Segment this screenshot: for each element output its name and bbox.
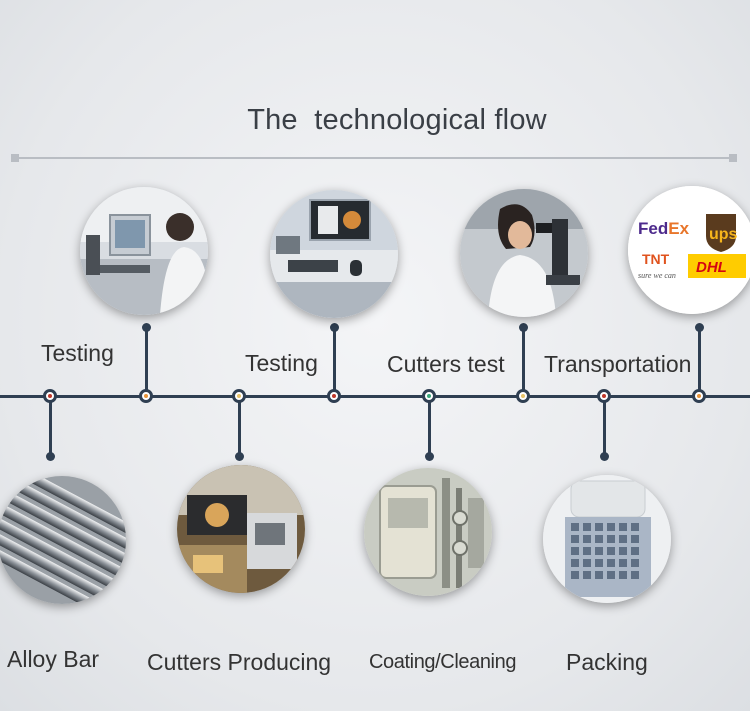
step-label-cutters-test: Cutters test bbox=[387, 351, 505, 377]
connector-end bbox=[46, 452, 55, 461]
connector-cutters-producing bbox=[238, 397, 241, 455]
connector-end bbox=[600, 452, 609, 461]
timeline-line bbox=[0, 395, 750, 398]
step-label-cutters-producing: Cutters Producing bbox=[147, 649, 332, 675]
tnt-logo-text: TNT bbox=[642, 251, 670, 267]
step-label-testing-1: Testing bbox=[41, 340, 114, 366]
dhl-logo-text: DHL bbox=[696, 259, 727, 276]
connector-end bbox=[695, 323, 704, 332]
fedex-logo-text: FedEx bbox=[638, 219, 690, 238]
connector-coating bbox=[428, 397, 431, 455]
tnt-slogan-text: sure we can bbox=[638, 271, 676, 280]
lab-computer-photo bbox=[80, 187, 208, 315]
ups-logo-text: ups bbox=[709, 226, 738, 243]
timeline-node-cutters-test bbox=[516, 389, 530, 403]
connector-alloy-bar bbox=[49, 397, 52, 455]
packed-cutters-photo bbox=[543, 475, 671, 603]
step-label-coating-cleaning: Coating/Cleaning bbox=[369, 651, 517, 673]
timeline-node-coating bbox=[422, 389, 436, 403]
page-title: The technological flow bbox=[247, 104, 547, 136]
timeline-node-cutters-producing bbox=[232, 389, 246, 403]
timeline-node-testing-1 bbox=[139, 389, 153, 403]
coating-machine-photo bbox=[364, 468, 492, 596]
microscope-photo bbox=[460, 189, 588, 317]
connector-end bbox=[235, 452, 244, 461]
connector-end bbox=[519, 323, 528, 332]
timeline-node-packing bbox=[597, 389, 611, 403]
step-label-transportation: Transportation bbox=[544, 351, 692, 377]
timeline-node-alloy-bar bbox=[43, 389, 57, 403]
timeline-node-transportation bbox=[692, 389, 706, 403]
cnc-machine-photo bbox=[177, 465, 305, 593]
courier-logos: FedEx ups TNT sure we can DHL bbox=[628, 186, 750, 314]
step-label-packing: Packing bbox=[566, 649, 648, 675]
connector-end bbox=[330, 323, 339, 332]
connector-end bbox=[142, 323, 151, 332]
connector-cutters-test bbox=[522, 328, 525, 396]
step-label-testing-2: Testing bbox=[245, 350, 318, 376]
connector-testing-1 bbox=[145, 328, 148, 396]
steel-rods-photo bbox=[0, 476, 126, 604]
title-underline bbox=[11, 154, 737, 162]
connector-transportation bbox=[698, 328, 701, 396]
timeline-node-testing-2 bbox=[327, 389, 341, 403]
connector-packing bbox=[603, 397, 606, 455]
connector-testing-2 bbox=[333, 328, 336, 396]
measuring-station-photo bbox=[270, 190, 398, 318]
step-label-alloy-bar: Alloy Bar bbox=[7, 646, 100, 672]
connector-end bbox=[425, 452, 434, 461]
